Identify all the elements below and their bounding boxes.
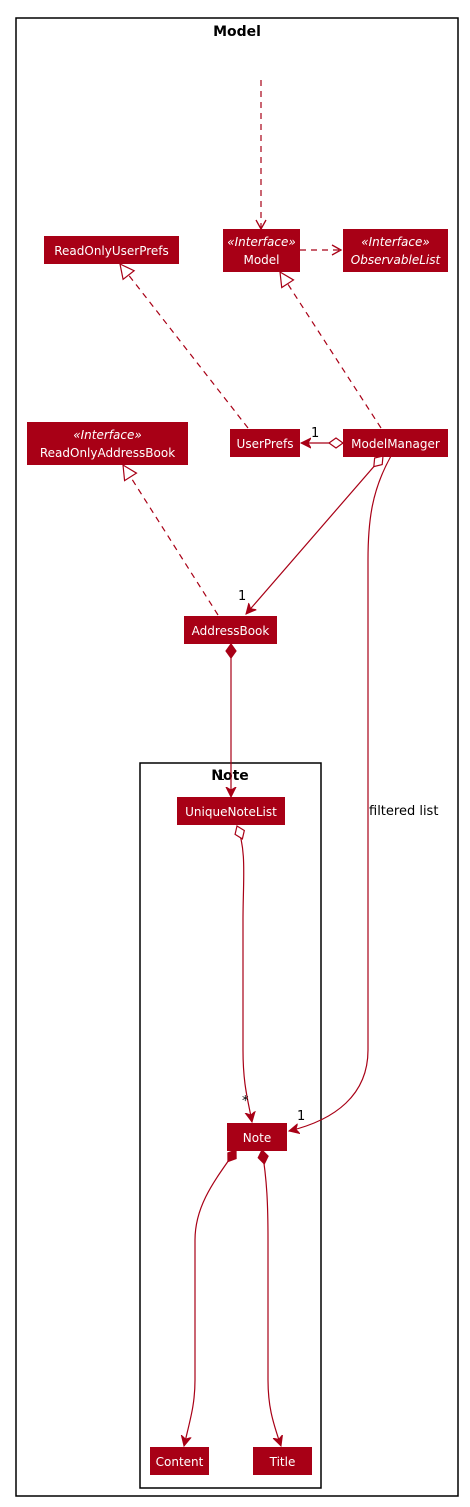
edge-uniquenotelist-note: [237, 826, 252, 1122]
class-readonlyaddressbook-stereotype: «Interface»: [73, 428, 142, 442]
class-uniquenotelist-name: UniqueNoteList: [185, 805, 277, 819]
class-title-name: Title: [269, 1455, 296, 1469]
package-model: Model: [15, 17, 459, 1497]
class-readonlyaddressbook[interactable]: «Interface» ReadOnlyAddressBook: [27, 422, 188, 465]
class-content-name: Content: [156, 1455, 204, 1469]
edge-note-content: [184, 1150, 236, 1446]
edge-modelmanager-addressbook: [246, 456, 383, 614]
class-observablelist[interactable]: «Interface» ObservableList: [343, 229, 448, 272]
package-model-title: Model: [213, 24, 261, 40]
class-content[interactable]: Content: [150, 1447, 209, 1475]
class-model[interactable]: «Interface» Model: [223, 229, 300, 272]
class-addressbook[interactable]: AddressBook: [184, 616, 277, 644]
edge-modelmanager-note: [289, 455, 392, 1131]
class-note-name: Note: [243, 1131, 271, 1145]
class-readonlyaddressbook-name: ReadOnlyAddressBook: [40, 446, 175, 460]
class-addressbook-name: AddressBook: [192, 624, 270, 638]
class-modelmanager[interactable]: ModelManager: [343, 429, 448, 457]
edge-modelmanager-model: [280, 272, 382, 429]
edge-note-title: [262, 1150, 281, 1446]
mult-note-from-manager: 1: [297, 1109, 305, 1124]
class-readonlyuserprefs-name: ReadOnlyUserPrefs: [54, 244, 169, 258]
mult-uniquenotelist: 1: [217, 769, 225, 784]
class-observablelist-stereotype: «Interface»: [361, 235, 430, 249]
class-observablelist-name: ObservableList: [351, 253, 442, 267]
edge-label-filtered-list: filtered list: [369, 804, 438, 819]
edge-addressbook-readonlyaddressbook: [123, 465, 219, 616]
class-title[interactable]: Title: [253, 1447, 312, 1475]
class-modelmanager-name: ModelManager: [351, 437, 440, 451]
mult-addressbook: 1: [238, 589, 246, 604]
class-note[interactable]: Note: [227, 1123, 287, 1151]
class-model-stereotype: «Interface»: [227, 235, 296, 249]
class-readonlyuserprefs[interactable]: ReadOnlyUserPrefs: [44, 236, 179, 264]
mult-userprefs: 1: [311, 426, 319, 441]
edges: [120, 80, 392, 1446]
edge-userprefs-readonlyuserprefs: [120, 264, 249, 429]
class-model-name: Model: [243, 253, 279, 267]
class-userprefs-name: UserPrefs: [237, 437, 294, 451]
mult-note-from-list: *: [242, 1094, 249, 1109]
class-userprefs[interactable]: UserPrefs: [230, 429, 300, 457]
class-uniquenotelist[interactable]: UniqueNoteList: [177, 797, 285, 825]
